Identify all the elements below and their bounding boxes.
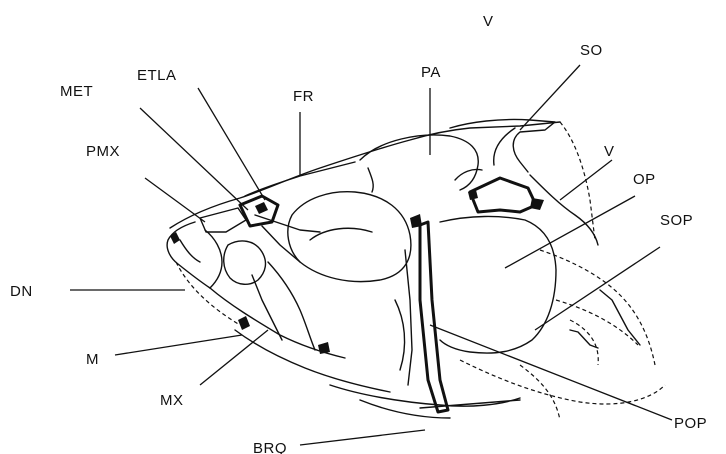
label-sop: SOP — [660, 212, 693, 229]
label-pmx: PMX — [86, 143, 120, 160]
skull-drawing — [167, 119, 665, 420]
label-met: MET — [60, 83, 93, 100]
label-etla: ETLA — [137, 67, 177, 84]
label-op: OP — [633, 171, 656, 188]
label-mx: MX — [160, 392, 184, 409]
label-fr: FR — [293, 88, 314, 105]
label-m: M — [86, 351, 99, 368]
label-pa: PA — [421, 64, 441, 81]
label-v-side: V — [604, 143, 615, 160]
labels: V SO V PA FR ETLA MET PMX OP SOP DN M MX… — [10, 13, 707, 454]
label-v-top: V — [483, 13, 494, 30]
label-brq: BRQ — [253, 440, 287, 454]
label-so: SO — [580, 42, 603, 59]
label-pop: POP — [674, 415, 707, 432]
label-dn: DN — [10, 283, 33, 300]
